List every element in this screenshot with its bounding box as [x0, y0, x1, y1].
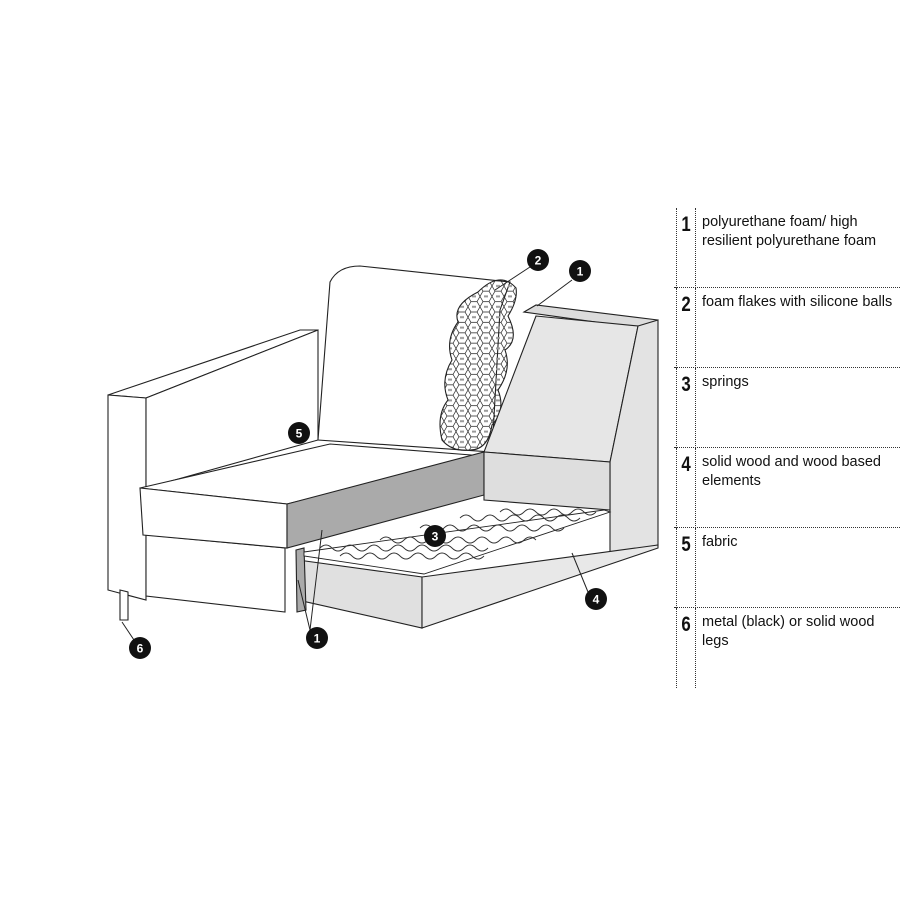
marker-label: 2 — [535, 254, 542, 268]
legend-number: 3 — [681, 373, 691, 396]
marker-1-bottom: 1 — [306, 627, 328, 649]
marker-label: 5 — [296, 427, 303, 441]
legend-number: 5 — [681, 533, 691, 556]
marker-3: 3 — [424, 525, 446, 547]
marker-4: 4 — [585, 588, 607, 610]
legend-row: 4 solid wood and wood based elements — [674, 448, 900, 528]
marker-5: 5 — [288, 422, 310, 444]
springs — [303, 508, 612, 575]
legend-row: 5 fabric — [674, 528, 900, 608]
legend-row: 3 springs — [674, 368, 900, 448]
legend: 1 polyurethane foam/ high resilient poly… — [674, 208, 900, 688]
legend-number: 6 — [681, 613, 691, 636]
marker-label: 1 — [577, 265, 584, 279]
wood-frame — [295, 304, 659, 629]
legend-text: solid wood and wood based elements — [702, 454, 881, 489]
legend-number: 1 — [681, 213, 691, 236]
marker-label: 6 — [137, 642, 144, 656]
legend-number: 2 — [681, 293, 691, 316]
marker-label: 3 — [432, 530, 439, 544]
sofa-leg — [119, 589, 129, 621]
legend-row: 6 metal (black) or solid wood legs — [674, 608, 900, 688]
seat-cushion — [139, 443, 485, 549]
marker-1-top: 1 — [569, 260, 591, 282]
legend-text: foam flakes with silicone balls — [702, 294, 893, 310]
marker-2: 2 — [527, 249, 549, 271]
leader-lines — [121, 264, 589, 641]
legend-text: polyurethane foam/ high resilient polyur… — [702, 214, 877, 249]
foam-flakes-cutaway — [439, 279, 517, 451]
marker-label: 4 — [593, 593, 600, 607]
legend-text: metal (black) or solid wood legs — [702, 614, 875, 649]
marker-label: 1 — [314, 632, 321, 646]
armrest — [107, 329, 319, 613]
marker-6: 6 — [129, 637, 151, 659]
legend-number: 4 — [681, 453, 691, 476]
legend-row: 1 polyurethane foam/ high resilient poly… — [674, 208, 900, 288]
legend-row: 2 foam flakes with silicone balls — [674, 288, 900, 368]
legend-text: fabric — [702, 534, 738, 550]
back-cushion — [317, 265, 517, 453]
legend-text: springs — [702, 374, 749, 390]
